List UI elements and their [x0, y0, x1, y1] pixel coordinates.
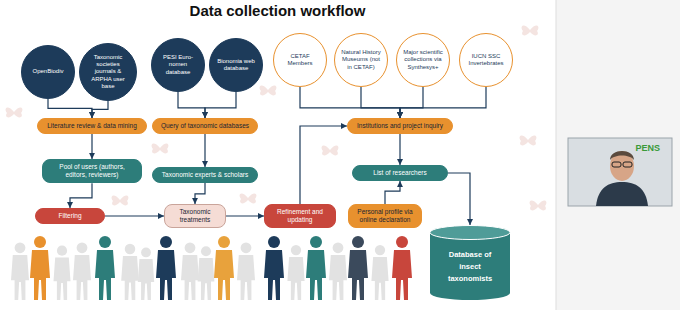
- flow-arrow: [300, 126, 347, 204]
- source-circle: IUCN SSC Invertebrates: [459, 33, 513, 87]
- flow-arrow: [195, 183, 205, 204]
- process-box: Literature review & data mining: [37, 118, 147, 134]
- diagram-title: Data collection workflow: [0, 2, 555, 19]
- process-box: List of researchers: [352, 165, 448, 181]
- node-text: OpenBiodiv: [28, 68, 68, 75]
- node-text: Refinement and updating: [270, 208, 330, 224]
- node-text: Major scientific collections via Synthes…: [403, 49, 443, 71]
- flow-arrow: [361, 87, 400, 118]
- process-box: Refinement and updating: [264, 204, 336, 228]
- source-circle: PESI Euro-nomen database: [151, 38, 205, 92]
- flow-arrow: [91, 134, 92, 159]
- flow-arrow: [178, 92, 205, 118]
- node-text: Bionomia web database: [216, 58, 256, 72]
- node-text: Filtering: [41, 212, 99, 220]
- process-box: Taxonomic treatments: [164, 204, 226, 228]
- flow-arrow: [92, 101, 108, 118]
- process-box: Taxonomic experts & scholars: [152, 167, 258, 183]
- source-circle: Bionomia web database: [209, 38, 263, 92]
- cylinder-top: [430, 226, 510, 240]
- flow-arrow: [400, 87, 486, 118]
- flow-arrow: [226, 215, 264, 216]
- node-text: Pool of users (authors, editors, reviewe…: [48, 163, 136, 179]
- node-text: Literature review & data mining: [43, 122, 141, 130]
- node-text: Personal profile via online declaration: [354, 208, 416, 224]
- flow-arrow: [300, 87, 400, 118]
- crowd-silhouettes: [11, 242, 389, 300]
- flow-arrow: [400, 87, 423, 118]
- process-box: Personal profile via online declaration: [348, 204, 422, 228]
- flow-arrow: [399, 134, 400, 165]
- node-text: List of researchers: [358, 169, 442, 177]
- butterflies: [6, 25, 547, 210]
- cylinder-body: [430, 232, 510, 300]
- process-box: Query of taxonomic databases: [152, 118, 258, 134]
- node-text: Institutions and project inquiry: [353, 122, 447, 130]
- source-circle: Taxonomic societies journals & ARPHA use…: [79, 43, 137, 101]
- process-box: Pool of users (authors, editors, reviewe…: [42, 159, 142, 183]
- node-text: Taxonomic experts & scholars: [158, 171, 252, 179]
- video-panel: [556, 0, 680, 310]
- node-text: Taxonomic societies journals & ARPHA use…: [87, 54, 130, 90]
- flow-arrow: [204, 134, 205, 167]
- node-text: IUCN SSC Invertebrates: [466, 53, 506, 67]
- process-box: Institutions and project inquiry: [347, 118, 453, 134]
- node-text: Query of taxonomic databases: [158, 122, 252, 130]
- source-circle: OpenBiodiv: [21, 45, 75, 99]
- flow-arrow: [48, 99, 92, 118]
- people-figures: [30, 236, 412, 300]
- database-cylinder: Database of insect taxonomists: [429, 225, 511, 301]
- flow-arrow: [70, 183, 92, 208]
- process-box: Filtering: [35, 208, 105, 224]
- flow-arrow: [385, 181, 400, 204]
- node-text: CETAF Members: [280, 53, 320, 67]
- flow-arrow: [448, 173, 470, 225]
- flow-arrow: [105, 215, 164, 216]
- source-circle: CETAF Members: [273, 33, 327, 87]
- node-text: Taxonomic treatments: [170, 208, 220, 224]
- logo-text: PENS: [600, 143, 660, 153]
- node-text: Database of insect taxonomists: [438, 249, 502, 285]
- node-text: PESI Euro-nomen database: [158, 54, 198, 76]
- source-circle: Major scientific collections via Synthes…: [396, 33, 450, 87]
- flow-arrow: [205, 92, 236, 118]
- node-text: Natural History Museums (not in CETAF): [341, 49, 381, 71]
- source-circle: Natural History Museums (not in CETAF): [334, 33, 388, 87]
